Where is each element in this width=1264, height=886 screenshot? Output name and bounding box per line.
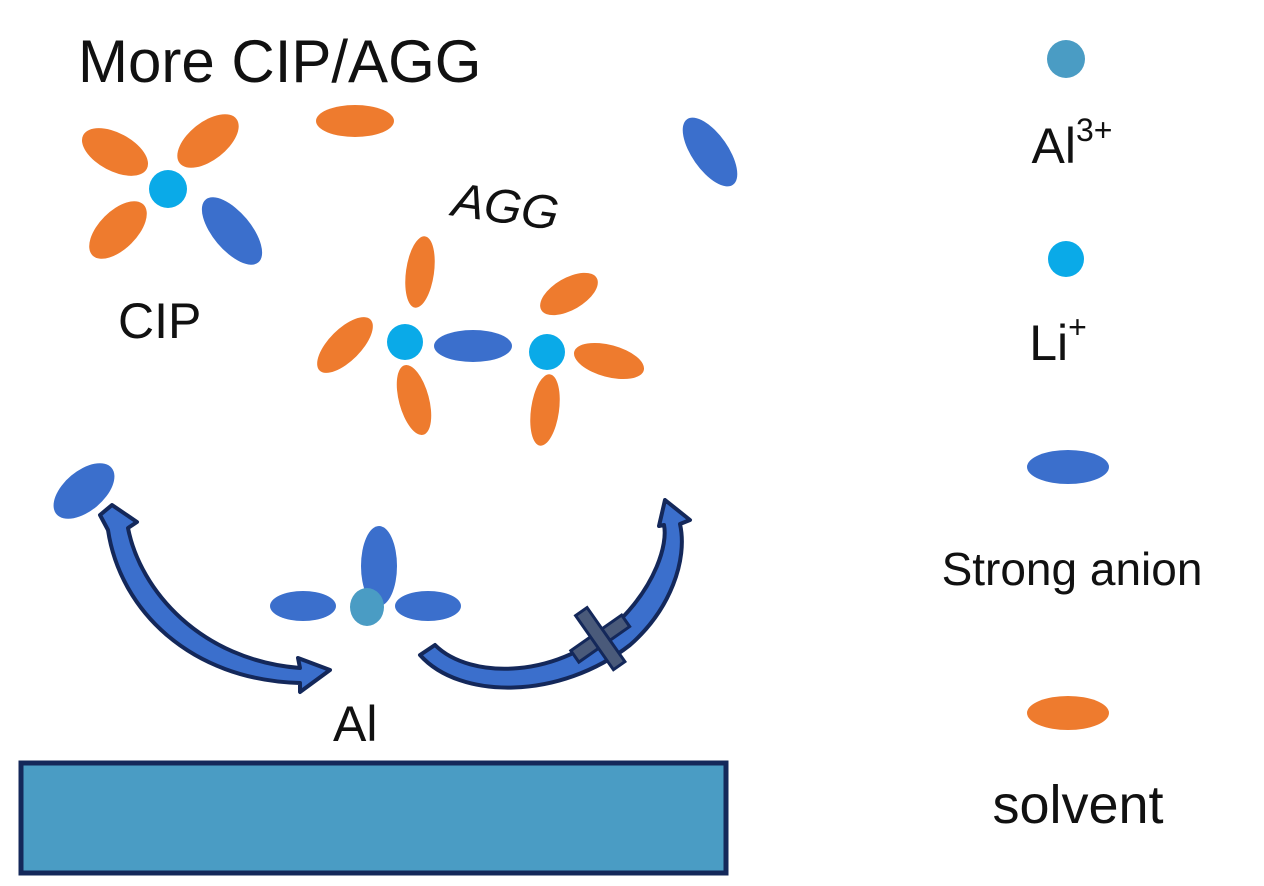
cip-cluster <box>81 114 263 265</box>
cip-li-ion <box>149 170 187 208</box>
cip-anion <box>201 197 263 265</box>
complex-anion <box>361 526 397 606</box>
legend-al3-swatch <box>1047 40 1085 78</box>
arrow-anion-to-al <box>98 503 332 694</box>
legend-anion-label: Strong anion <box>942 543 1203 595</box>
cip-solvent <box>89 201 147 259</box>
cip-label: CIP <box>118 293 201 349</box>
agg-solvent <box>540 272 598 316</box>
agg-solvent <box>317 317 373 373</box>
agg-solvent <box>573 342 645 380</box>
cip-solvent <box>177 114 239 168</box>
agg-solvent <box>405 236 435 308</box>
cip-solvent <box>81 128 149 176</box>
agg-li-ion <box>387 324 423 360</box>
agg-label: AGG <box>446 173 562 241</box>
legend-solvent-label: solvent <box>992 775 1163 835</box>
free-solvent <box>316 105 394 137</box>
agg-li-ion <box>529 334 565 370</box>
agg-solvent <box>396 365 432 435</box>
legend-li-label: Li+ <box>1029 309 1087 371</box>
legend: Al3+ Li+ Strong anion solvent <box>942 40 1203 835</box>
al-electrode <box>18 760 729 876</box>
legend-li-swatch <box>1048 241 1084 277</box>
complex-anion <box>270 591 336 621</box>
legend-al3-label: Al3+ <box>1032 112 1113 174</box>
complex-anion <box>395 591 461 621</box>
agg-cluster <box>317 236 645 446</box>
blocked-cross-icon <box>568 605 632 672</box>
arrow-al-to-solvent-blocked <box>418 498 692 690</box>
complex-al3-ion <box>350 588 384 626</box>
al-anion-complex <box>270 526 461 626</box>
al-label: Al <box>333 696 377 752</box>
agg-bridging-anion <box>434 330 512 362</box>
legend-solvent-swatch <box>1027 696 1109 730</box>
legend-anion-swatch <box>1027 450 1109 484</box>
title-text: More CIP/AGG <box>78 28 481 95</box>
agg-solvent <box>530 374 560 446</box>
free-anion <box>682 117 738 187</box>
released-anion <box>53 463 115 519</box>
